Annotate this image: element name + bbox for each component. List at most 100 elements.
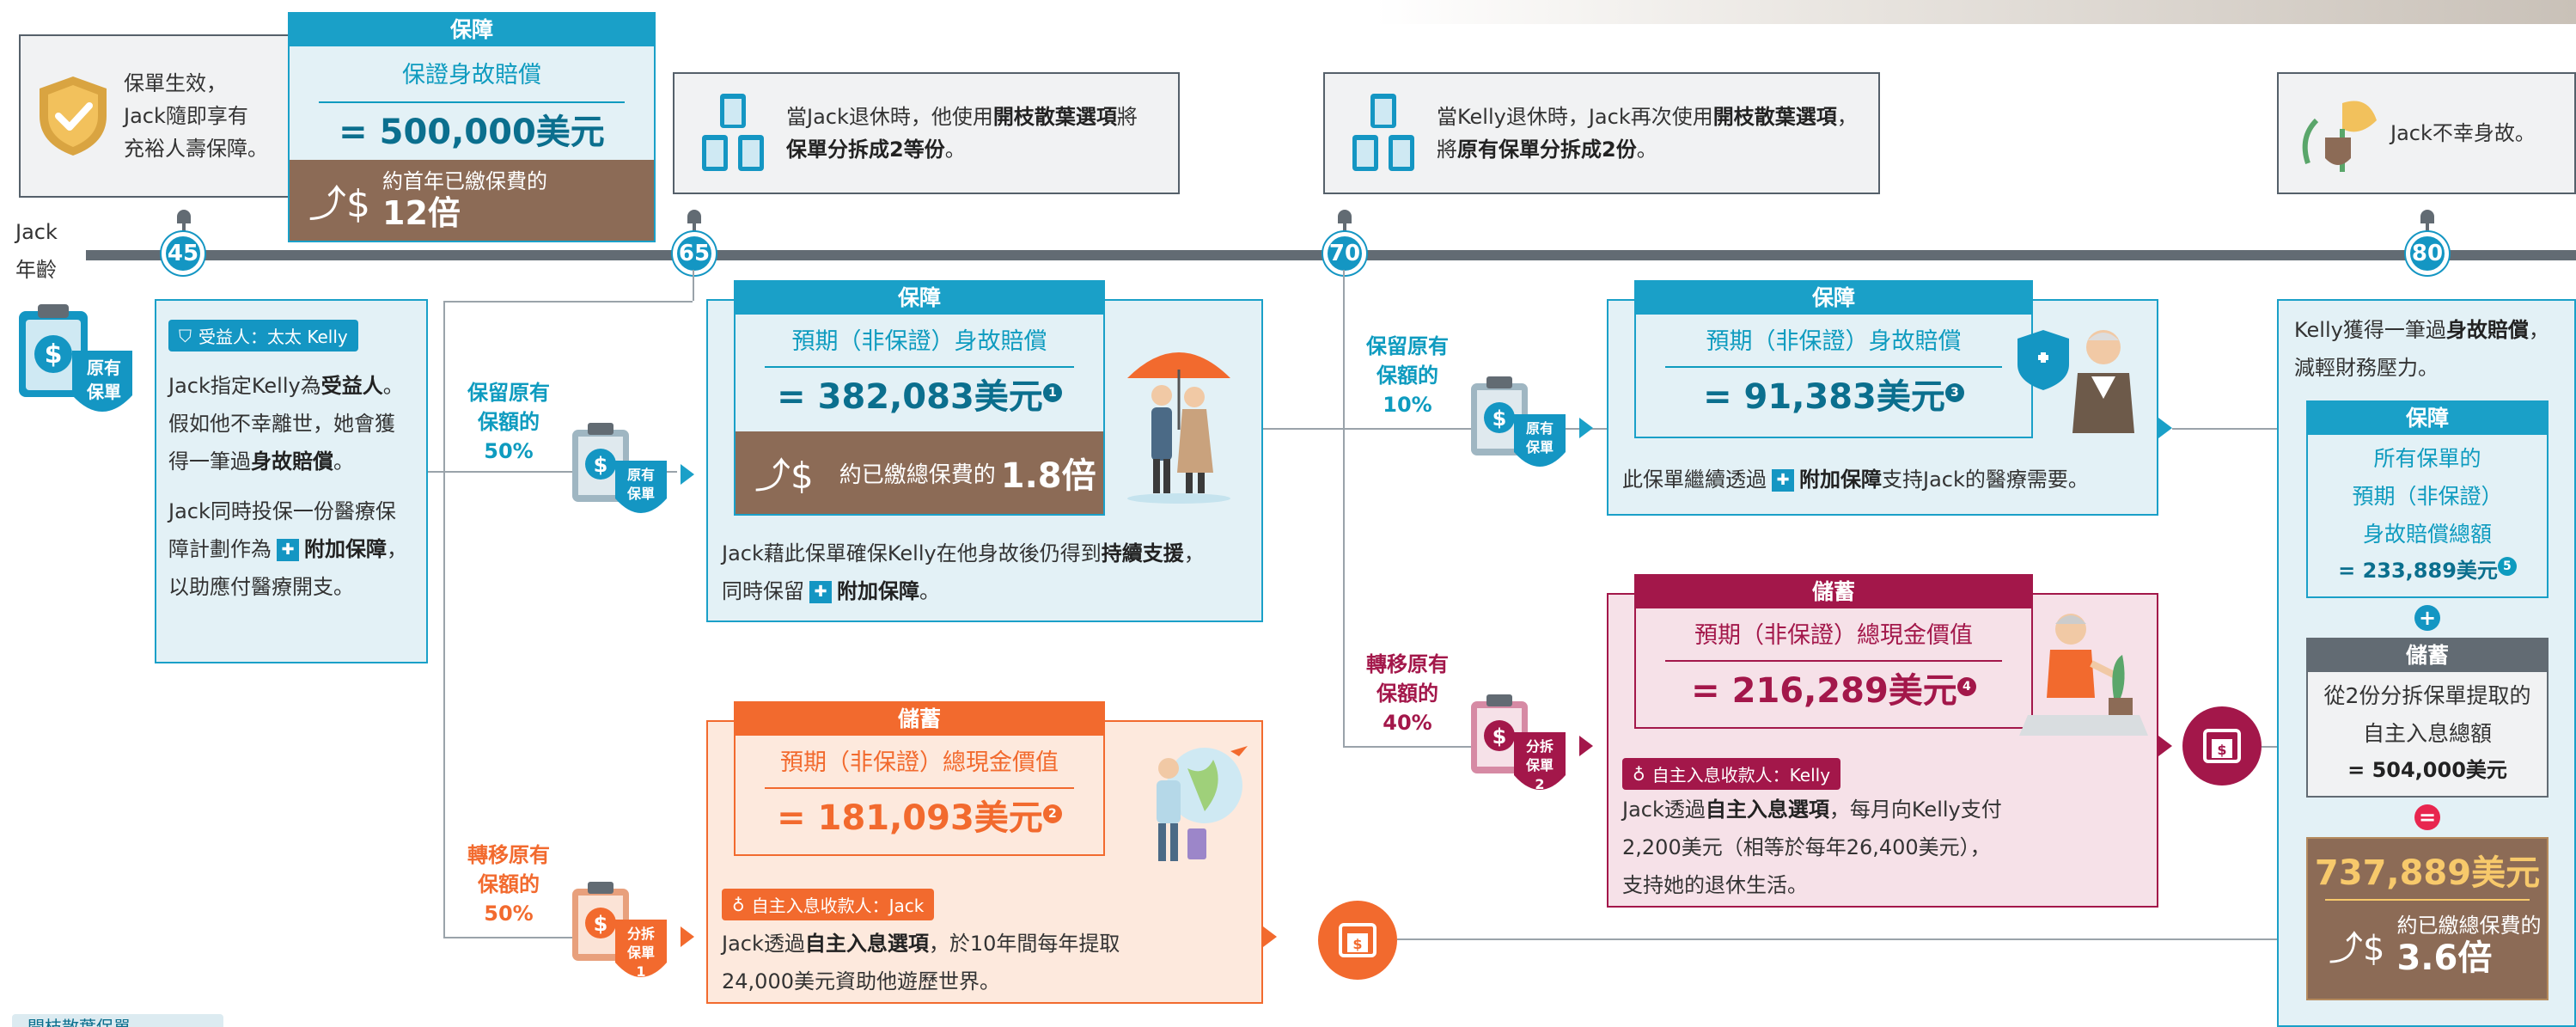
savings70-text-e: 支持她的退休生活。 bbox=[1622, 873, 1808, 897]
death-benefit-value-70: = 91,383美元 bbox=[1703, 377, 1945, 417]
savings70-text-a: Jack透過 bbox=[1622, 798, 1706, 822]
beneficiary-p2-a: Jack同時投保一份醫療保障計劃作為 bbox=[168, 499, 396, 561]
branch-65-keep-1: 保留原有 bbox=[467, 381, 550, 405]
footer-tab: 開枝散葉保單 bbox=[12, 1014, 223, 1027]
protection-header-65: 保障 bbox=[736, 282, 1103, 315]
event-65-l1-a: 當Jack退休時，他使用 bbox=[786, 105, 993, 129]
age-label: 年齡 bbox=[15, 258, 57, 282]
event-80-text: Jack不幸身故。 bbox=[2390, 121, 2536, 145]
arrow-savings-65-out bbox=[1263, 926, 1277, 947]
svg-text:$: $ bbox=[1492, 724, 1507, 749]
couple-umbrella-illustration bbox=[1119, 335, 1239, 507]
policy-70-keep-label-2: 保單 bbox=[1525, 439, 1554, 455]
protection-header-70: 保障 bbox=[1636, 282, 2031, 315]
age-node-70: 70 bbox=[1323, 232, 1366, 275]
summary-prot-value: = 233,889美元 bbox=[2338, 559, 2498, 583]
event-45-line-2: Jack隨即享有 bbox=[124, 104, 248, 128]
ratio-value-65: 1.8倍 bbox=[1000, 456, 1096, 496]
panel65-text-b: 持續支援 bbox=[1101, 541, 1184, 565]
savings65-text-b: 自主入息選項 bbox=[804, 932, 929, 956]
ratio-bar-65: ⤴$ 約已繳總保費的 1.8倍 bbox=[736, 431, 1103, 514]
savings-header-70: 儲蓄 bbox=[1636, 576, 2031, 608]
branch-65-keep: 保留原有 保額的 50% bbox=[454, 378, 564, 466]
policy-65-split-no: 1 bbox=[636, 963, 646, 980]
money-growth-icon-80: ⤴$ bbox=[2329, 929, 2385, 969]
panel65-text-d: 同時保留 bbox=[722, 579, 804, 603]
arrow-70-keep bbox=[1579, 418, 1593, 438]
cash-value-value-70: = 216,289美元 bbox=[1691, 671, 1957, 711]
branch-65-transfer-2: 保額的 bbox=[478, 872, 540, 896]
summary-prot-line-2: 預期（非保證） bbox=[2352, 484, 2503, 509]
branch-65-transfer-1: 轉移原有 bbox=[467, 843, 550, 867]
original-policy-icon: $ 原有 保單 bbox=[12, 301, 141, 430]
beneficiary-p1-e: 。 bbox=[333, 449, 354, 474]
connector-65-node bbox=[693, 270, 694, 301]
pin-65 bbox=[693, 218, 696, 244]
split-policies-icon bbox=[699, 90, 767, 176]
summary-ratio-value: 3.6倍 bbox=[2396, 938, 2493, 978]
panel70-text-a: 此保單繼續透過 bbox=[1622, 468, 1767, 492]
branch-70-transfer-3: 40% bbox=[1383, 711, 1432, 735]
event-70-l2-b: 原有保單分拆成2份 bbox=[1457, 138, 1637, 162]
footnote-5: 5 bbox=[2497, 557, 2517, 576]
event-80-box: Jack不幸身故。 bbox=[2277, 72, 2576, 194]
connector-45-65 bbox=[428, 471, 677, 473]
svg-text:$: $ bbox=[45, 339, 63, 370]
policy-65-split-label-2: 保單 bbox=[626, 944, 655, 961]
jack-label: Jack bbox=[15, 220, 58, 244]
ratio-value-45: 12倍 bbox=[382, 194, 461, 232]
income-recipient-tag-jack: ♁ 自主入息收款人：Jack bbox=[722, 889, 935, 920]
summary-intro-c: ， bbox=[2528, 318, 2549, 342]
panel-65-text: Jack藉此保單確保Kelly在他身故後仍得到持續支援， 同時保留✚附加保障。 bbox=[722, 535, 1248, 610]
event-70-l1-c: ， bbox=[1836, 105, 1858, 129]
panel70-text-c: 支持Jack的醫療需要。 bbox=[1882, 468, 2089, 492]
money-bag-icon-70: ♁ bbox=[1633, 763, 1645, 785]
panel65-text-e: 附加保障 bbox=[837, 579, 919, 603]
income-recipient-jack-text: 自主入息收款人：Jack bbox=[751, 896, 925, 916]
summary-savings-box: 儲蓄 從2份分拆保單提取的 自主入息總額 = 504,000美元 bbox=[2306, 638, 2549, 798]
summary-prot-line-3: 身故賠償總額 bbox=[2362, 522, 2492, 547]
arrow-70-split bbox=[1579, 736, 1593, 756]
summary-intro-b: 身故賠償 bbox=[2445, 318, 2529, 342]
summary-sav-value: = 504,000美元 bbox=[2347, 758, 2507, 782]
connector-savings-65-line bbox=[1397, 938, 2277, 940]
arrow-65-keep bbox=[681, 464, 694, 485]
split-policies-icon-70 bbox=[1349, 90, 1418, 176]
medical-icon-65: ✚ bbox=[809, 581, 832, 603]
panel70-text-b: 附加保障 bbox=[1799, 468, 1882, 492]
money-growth-icon-65: ⤴$ bbox=[754, 454, 814, 497]
event-45-line-3: 充裕人壽保障。 bbox=[124, 137, 268, 161]
summary-ratio-prefix: 約已繳總保費的 bbox=[2396, 914, 2542, 938]
traveler-illustration bbox=[1119, 734, 1256, 871]
savings70-text-c: ，每月向Kelly支付 bbox=[1828, 798, 2002, 822]
connector-65-top bbox=[443, 301, 693, 303]
footer-tab-text: 開枝散葉保單 bbox=[27, 1017, 131, 1027]
decorative-photo-strip bbox=[1375, 0, 2576, 24]
svg-text:$: $ bbox=[594, 912, 608, 936]
arrow-65-split bbox=[681, 926, 694, 947]
branch-70-transfer: 轉移原有 保額的 40% bbox=[1352, 650, 1462, 737]
event-65-l1-b: 開枝散葉選項 bbox=[992, 105, 1117, 129]
pin-45 bbox=[182, 218, 186, 244]
medical-icon-70: ✚ bbox=[1772, 469, 1794, 492]
equals-icon: = bbox=[2414, 804, 2440, 830]
summary-intro: Kelly獲得一筆過身故賠償， 減輕財務壓力。 bbox=[2294, 311, 2561, 387]
branch-70-keep-1: 保留原有 bbox=[1366, 334, 1449, 358]
event-70-l1-b: 開枝散葉選項 bbox=[1712, 105, 1837, 129]
elderly-woman-plants-illustration bbox=[2019, 603, 2148, 741]
svg-text:$: $ bbox=[1352, 936, 1362, 952]
branch-65-transfer-3: 50% bbox=[484, 902, 534, 926]
plus-icon: + bbox=[2414, 605, 2440, 631]
panel65-text-a: Jack藉此保單確保Kelly在他身故後仍得到 bbox=[722, 541, 1102, 565]
footnote-4: 4 bbox=[1956, 676, 1976, 696]
savings65-text-a: Jack透過 bbox=[722, 932, 805, 956]
savings70-text-b: 自主入息選項 bbox=[1705, 798, 1829, 822]
event-70-l1-a: 當Kelly退休時，Jack再次使用 bbox=[1437, 105, 1713, 129]
elderly-man-illustration bbox=[2017, 313, 2146, 442]
event-65-l2-c: 。 bbox=[944, 138, 966, 162]
